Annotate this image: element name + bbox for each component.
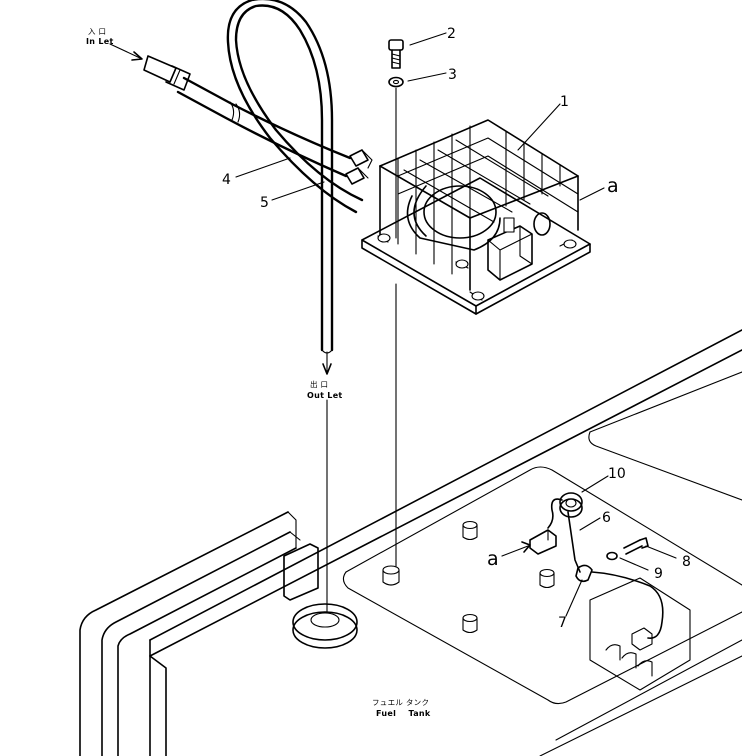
tank-label-jp: フュエル タンク	[372, 698, 429, 707]
callout-2: 2	[447, 26, 456, 42]
bolt-and-washer	[388, 39, 404, 88]
callout-4: 4	[222, 172, 231, 188]
callout-8: 8	[682, 554, 691, 570]
callout-labels: 2 3 1 a 4 5 10 6 a 8 9 7	[222, 26, 691, 631]
outlet-label-en: Out Let	[307, 391, 343, 400]
port-labels: 入 口 In Let 出 口 Out Let フュエル タンク Fuel Tan…	[86, 27, 431, 718]
inlet-label-jp: 入 口	[88, 27, 106, 36]
callout-10: 10	[608, 466, 626, 482]
fuel-hoses	[143, 0, 373, 354]
sensor-harness	[529, 492, 664, 639]
callout-a-bottom: a	[487, 548, 499, 570]
fuel-tank	[149, 329, 742, 756]
outlet-label-jp: 出 口	[310, 379, 328, 389]
tank-label-en: Fuel Tank	[376, 709, 431, 718]
callout-6: 6	[602, 510, 611, 526]
boss	[462, 613, 478, 634]
callout-5: 5	[260, 195, 269, 211]
callout-3: 3	[448, 67, 457, 83]
reference-lines	[322, 87, 397, 613]
callout-7: 7	[558, 615, 567, 631]
callout-9: 9	[654, 566, 663, 582]
guard-rails	[79, 511, 319, 756]
tank-bosses	[382, 520, 555, 634]
boss	[382, 565, 400, 586]
inlet-label-en: In Let	[86, 37, 114, 46]
tank-port	[292, 603, 358, 649]
callout-1: 1	[560, 94, 569, 110]
filter-assembly	[361, 119, 591, 315]
boss	[539, 568, 555, 589]
leader-lines	[109, 32, 677, 617]
boss	[462, 520, 478, 541]
sender-housing	[589, 577, 691, 691]
callout-a-top: a	[607, 175, 619, 197]
